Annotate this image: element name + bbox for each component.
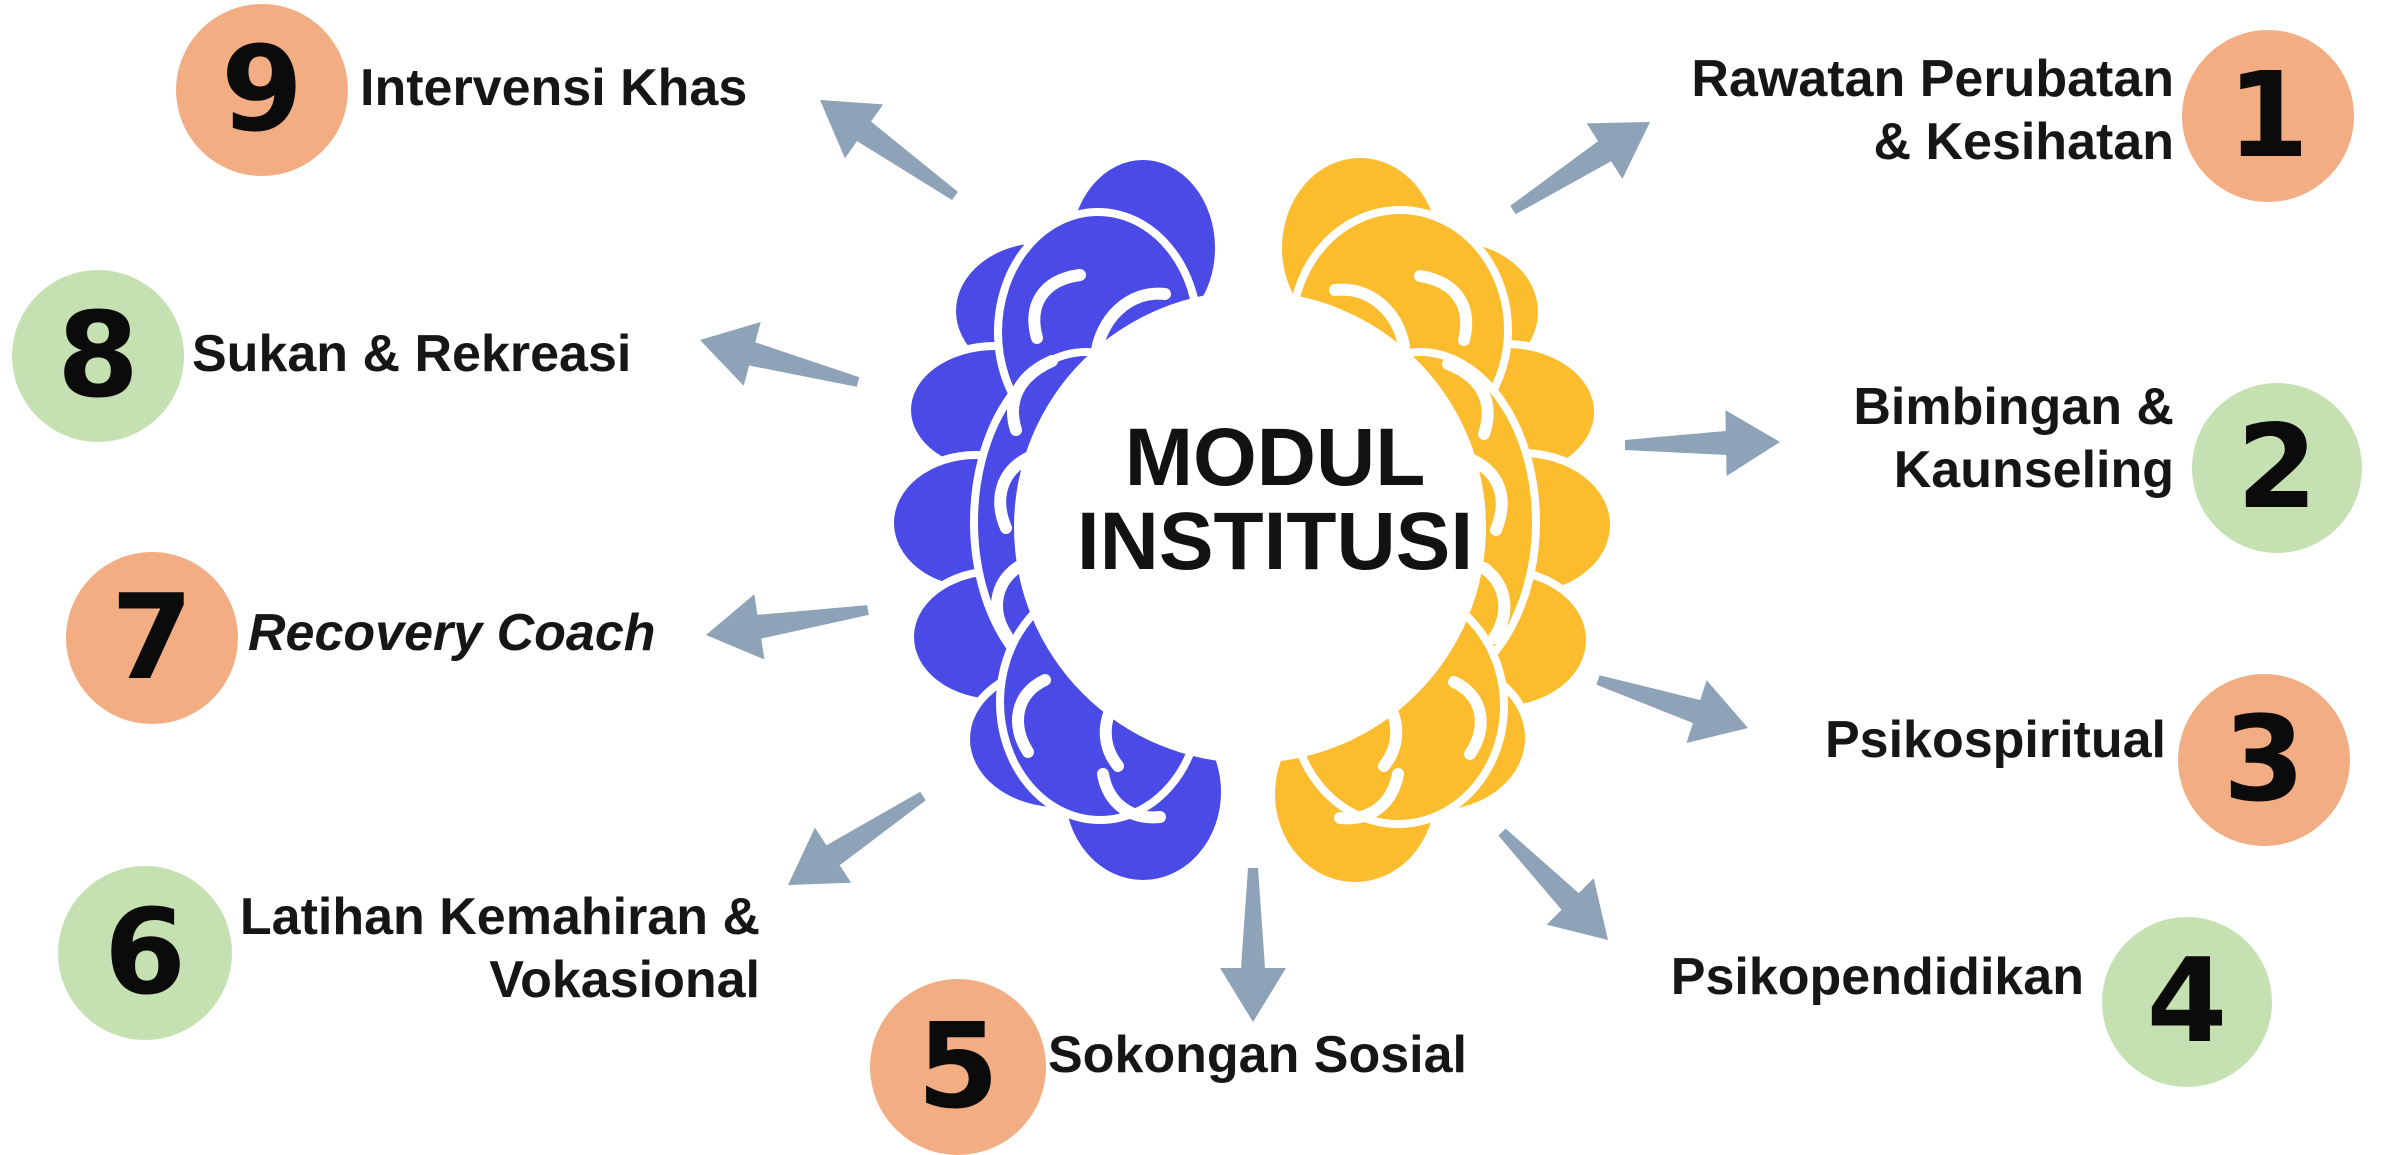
module-label-line: Sokongan Sosial xyxy=(1048,1026,1467,1084)
arrow-to-module-7 xyxy=(706,594,869,660)
module-number-circle: 2 xyxy=(2192,383,2362,553)
arrow-to-module-3 xyxy=(1596,675,1748,743)
module-label: Intervensi Khas xyxy=(360,57,780,120)
module-label-line: Sukan & Rekreasi xyxy=(192,325,632,383)
module-label: Psikopendidikan xyxy=(1644,946,2084,1009)
module-number: 2 xyxy=(2236,399,2318,535)
module-number-circle: 8 xyxy=(12,270,184,442)
arrow-to-module-8 xyxy=(700,322,860,387)
module-number-circle: 5 xyxy=(870,979,1046,1155)
module-number-circle: 6 xyxy=(58,866,232,1040)
module-number-circle: 4 xyxy=(2102,917,2272,1087)
module-number-circle: 9 xyxy=(176,4,348,176)
module-number-circle: 7 xyxy=(66,552,238,724)
module-label-line: Psikospiritual xyxy=(1825,711,2166,769)
module-label-line: Vokasional xyxy=(489,951,760,1010)
arrow-to-module-4 xyxy=(1498,828,1608,940)
module-label-line: Intervensi Khas xyxy=(360,59,748,117)
module-label: Rawatan Perubatan& Kesihatan xyxy=(1654,48,2174,175)
module-number: 1 xyxy=(2226,46,2310,184)
brain-center-white-circle xyxy=(1014,291,1486,763)
module-label-line: & Kesihatan xyxy=(1873,113,2174,172)
module-label: Bimbingan &Kaunseling xyxy=(1794,376,2174,503)
brain-shape xyxy=(886,150,1618,890)
module-number: 7 xyxy=(110,568,194,706)
arrow-to-module-6 xyxy=(788,791,926,885)
arrow-to-module-9 xyxy=(820,100,958,201)
module-number: 3 xyxy=(2222,690,2306,828)
module-label-line: Kaunseling xyxy=(1893,441,2174,500)
module-number: 8 xyxy=(56,286,140,424)
arrow-to-module-2 xyxy=(1624,410,1780,476)
module-number-circle: 3 xyxy=(2178,674,2350,846)
module-label: Recovery Coach xyxy=(248,602,688,665)
module-label: Sukan & Rekreasi xyxy=(192,323,672,386)
module-number: 4 xyxy=(2146,933,2228,1069)
arrow-layer xyxy=(700,100,1780,1022)
center-title-line: MODUL xyxy=(1124,412,1426,504)
module-number: 9 xyxy=(220,20,304,158)
module-label: Sokongan Sosial xyxy=(1048,1024,1488,1087)
arrow-to-module-1 xyxy=(1510,122,1650,215)
module-label-line: Latihan Kemahiran & xyxy=(239,888,760,946)
module-label: Psikospiritual xyxy=(1786,709,2166,772)
module-label-line: Rawatan Perubatan xyxy=(1691,50,2174,108)
module-number: 5 xyxy=(916,997,1000,1135)
module-number-circle: 1 xyxy=(2182,30,2354,202)
module-number: 6 xyxy=(103,883,187,1021)
center-title-line: INSTITUSI xyxy=(1076,496,1474,587)
module-label-line: Bimbingan & xyxy=(1853,378,2174,436)
center-title: MODUL INSTITUSI xyxy=(1040,390,1510,610)
module-label-line: Psikopendidikan xyxy=(1670,948,2084,1006)
module-label: Latihan Kemahiran &Vokasional xyxy=(200,886,760,1013)
arrow-to-module-5 xyxy=(1220,868,1286,1022)
module-label-line: Recovery Coach xyxy=(248,604,656,662)
